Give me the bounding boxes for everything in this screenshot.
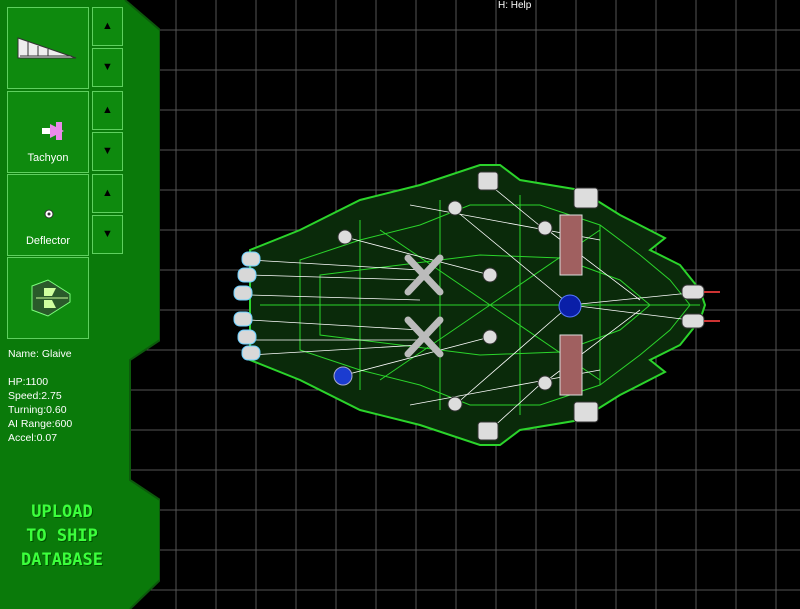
ship-accel: Accel:0.07 (8, 432, 58, 444)
ship-editor-panel: ▲ ▼ Tachyon ▲ ▼ Deflector ▲ ▼ Name: Glai… (0, 0, 160, 609)
missile-rack (559, 334, 583, 396)
core-orb (558, 294, 582, 318)
engine (233, 285, 253, 301)
ship-speed: Speed:2.75 (8, 390, 62, 402)
selected-node (333, 366, 353, 386)
front-gun (681, 313, 705, 329)
upload-line-3: DATABASE (21, 550, 103, 570)
engine (241, 345, 261, 361)
turret (537, 375, 553, 391)
slot-3-label: Deflector (25, 235, 71, 247)
upload-to-ship-database-button[interactable]: UPLOAD TO SHIP DATABASE (12, 500, 112, 572)
slot-1-up-button[interactable]: ▲ (92, 7, 123, 46)
front-gun (681, 284, 705, 300)
engine (237, 267, 257, 283)
turret (573, 401, 599, 423)
ship-ai-range: AI Range:600 (8, 418, 73, 430)
triangle-weapon-icon (17, 37, 77, 59)
turret (482, 329, 498, 345)
slot-1-down-button[interactable]: ▼ (92, 48, 123, 87)
slot-2-label: Tachyon (27, 152, 69, 164)
slot-ship-preview[interactable] (7, 257, 89, 339)
ship-turning: Turning:0.60 (8, 404, 67, 416)
engine (233, 311, 253, 327)
upload-line-1: UPLOAD (31, 502, 93, 522)
slot-weapon-2[interactable]: Tachyon (7, 91, 89, 173)
turret (337, 229, 353, 245)
engine (237, 329, 257, 345)
ship-blueprint[interactable] (233, 164, 720, 446)
deflector-icon (44, 209, 54, 219)
upload-line-2: TO SHIP (26, 526, 98, 546)
slot-3-up-button[interactable]: ▲ (92, 174, 123, 213)
engine (241, 251, 261, 267)
turret (477, 421, 499, 441)
slot-weapon-3[interactable]: Deflector (7, 174, 89, 256)
slot-2-down-button[interactable]: ▼ (92, 132, 123, 171)
slot-weapon-1[interactable] (7, 7, 89, 89)
turret (573, 187, 599, 209)
turret (537, 220, 553, 236)
slot-2-up-button[interactable]: ▲ (92, 91, 123, 130)
missile-rack (559, 214, 583, 276)
turret (477, 171, 499, 191)
tachyon-icon (42, 122, 64, 140)
slot-3-down-button[interactable]: ▼ (92, 215, 123, 254)
help-hint: H: Help (498, 0, 532, 11)
turret (482, 267, 498, 283)
ship-name: Name: Glaive (8, 348, 72, 360)
ship-icon (31, 279, 71, 317)
turret (447, 200, 463, 216)
turret (447, 396, 463, 412)
ship-hp: HP:1100 (8, 376, 49, 388)
